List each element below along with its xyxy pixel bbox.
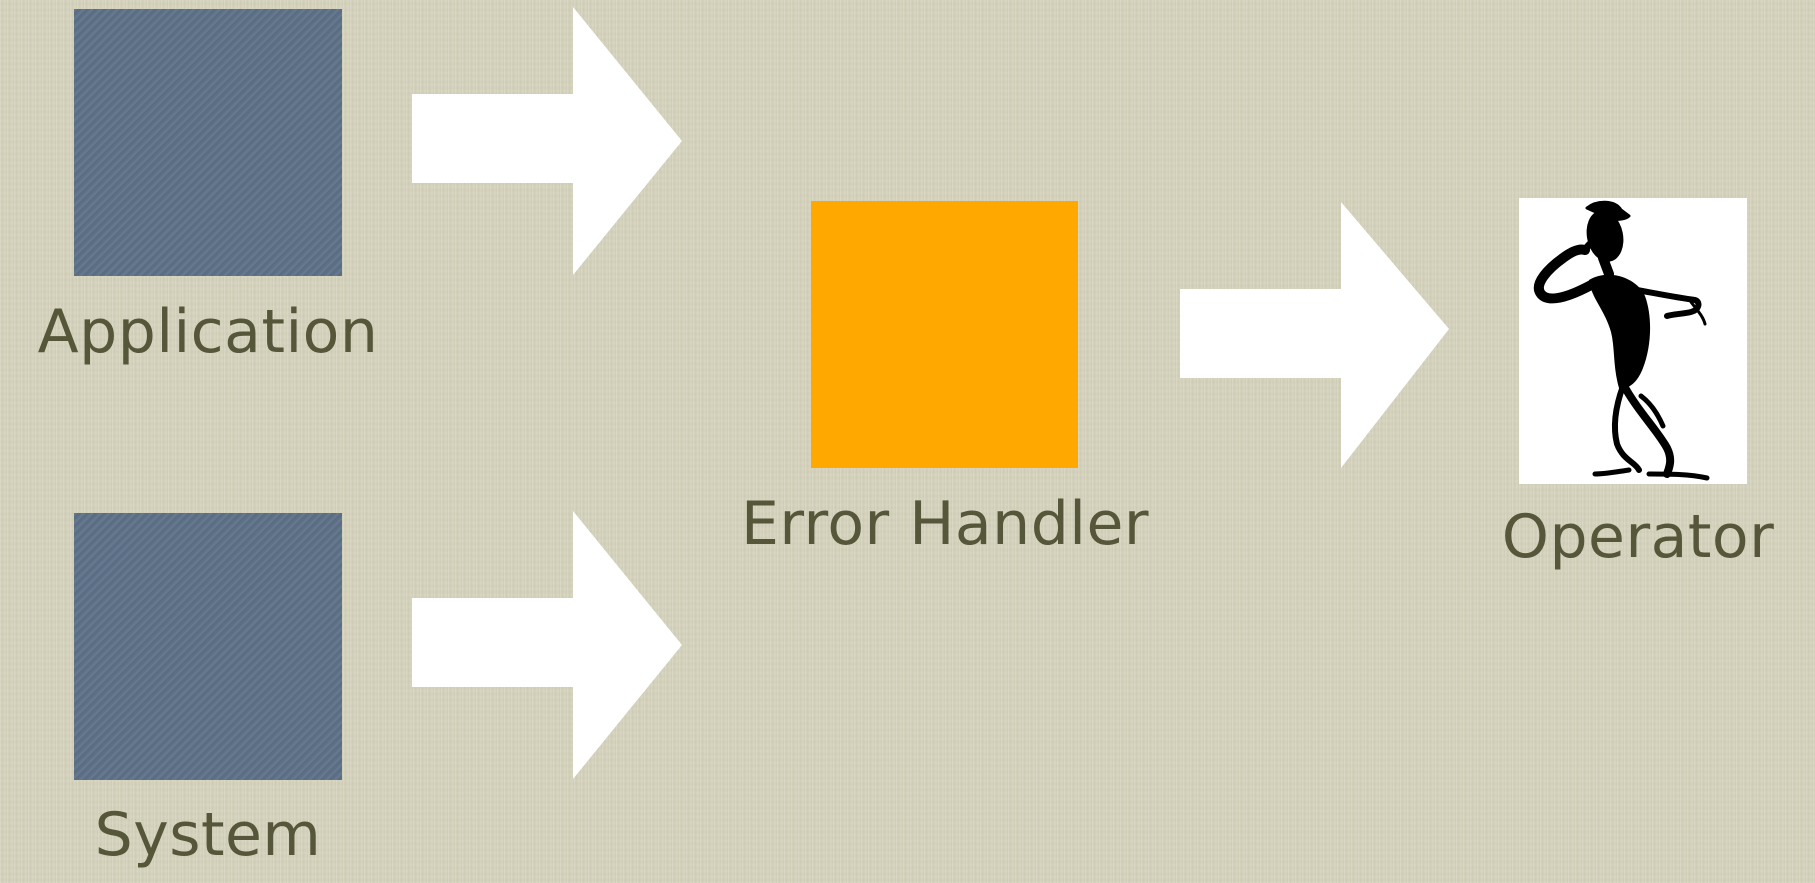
- operator-label: Operator: [1502, 507, 1775, 567]
- error-handler-box: [811, 201, 1078, 468]
- arrow-error-handler-to-operator: [1180, 202, 1449, 470]
- application-label: Application: [38, 302, 379, 362]
- error-handler-label: Error Handler: [741, 494, 1149, 554]
- arrow-system-to-error-handler: [412, 511, 682, 779]
- application-box: [74, 9, 342, 276]
- system-box: [74, 513, 342, 780]
- arrow-application-to-error-handler: [412, 7, 682, 275]
- operator-box: [1519, 198, 1747, 484]
- listening-person-icon: [1519, 198, 1747, 484]
- system-label: System: [95, 805, 322, 865]
